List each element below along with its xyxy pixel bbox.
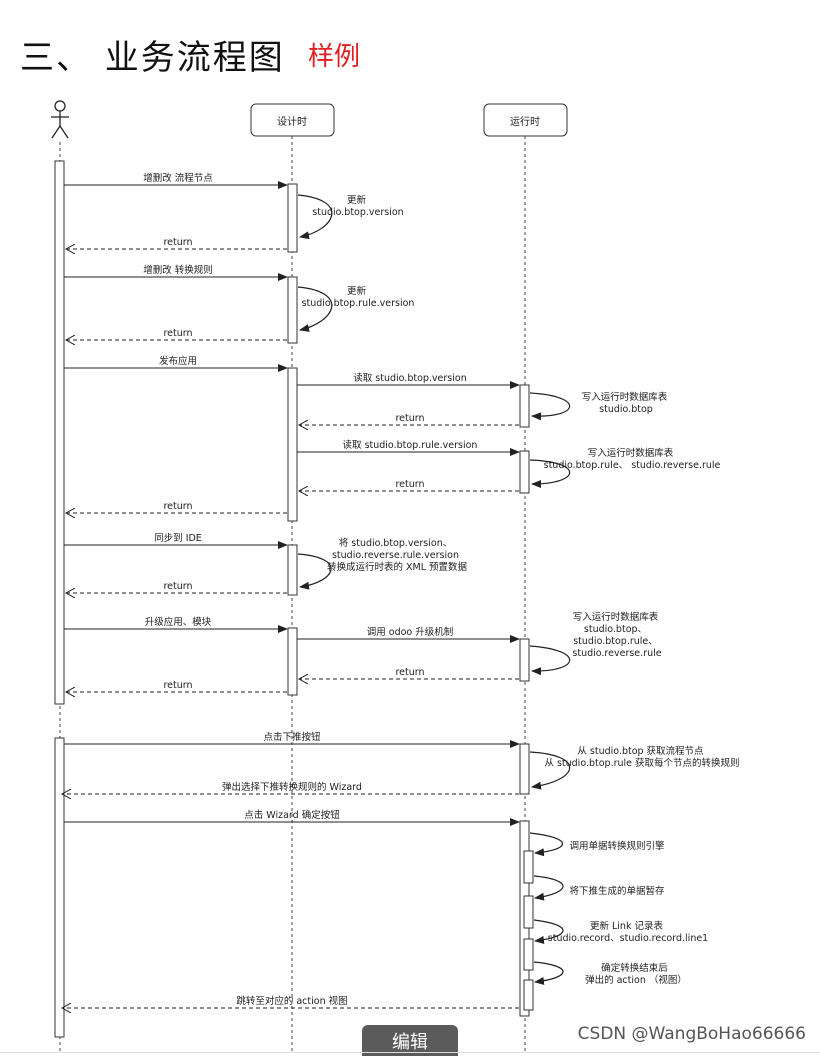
message-label: return [395, 413, 424, 424]
note: 从 studio.btop 获取流程节点 从 studio.btop.rule … [544, 745, 739, 769]
message-label: return [163, 501, 192, 512]
self-call-arrow [529, 459, 571, 488]
activation-bar [287, 367, 298, 522]
note: 写入运行时数据库表 studio.btop [582, 391, 671, 415]
note: 更新 Link 记录表 studio.record、studio.record.… [548, 920, 708, 944]
message-label: return [163, 581, 192, 592]
message-label: 点击下推按钮 [263, 731, 321, 743]
activation-bar [519, 638, 530, 682]
note: 更新 studio.btop.version [312, 194, 403, 218]
message-label: 增删改 转换规则 [143, 264, 213, 276]
lifeline-header-runtime: 运行时 [483, 103, 568, 137]
bottom-divider [0, 1052, 820, 1053]
self-call-arrow [297, 194, 333, 240]
message-label: return [163, 328, 192, 339]
self-call-arrow [533, 961, 564, 985]
message-label: 跳转至对应的 action 视图 [236, 995, 347, 1007]
lifeline-header-design: 设计时 [250, 103, 335, 137]
note: 更新 studio.btop.rule.version [302, 285, 415, 309]
self-call-arrow [533, 919, 564, 944]
activation-bar [523, 979, 534, 1011]
actor-icon [51, 100, 69, 139]
message-label: 读取 studio.btop.version [353, 372, 466, 384]
activation-bar [523, 895, 534, 929]
message-label: 发布应用 [159, 355, 197, 367]
lifeline-label-design: 设计时 [277, 115, 307, 128]
activation-bar [519, 384, 530, 428]
self-call-arrow [529, 392, 571, 421]
self-call-arrow [297, 286, 333, 332]
self-call-arrow [529, 645, 571, 676]
message-label: 升级应用、模块 [145, 616, 212, 628]
activation-bar [519, 450, 530, 494]
note: 确定转换结束后 弹出的 action （视图） [585, 962, 687, 986]
note: 将 studio.btop.version、 studio.reverse.ru… [327, 538, 468, 573]
self-call-arrow [533, 875, 564, 901]
message-label: return [395, 479, 424, 490]
activation-bar [287, 627, 298, 696]
self-call-arrow [529, 832, 564, 857]
activation-bar [54, 160, 65, 705]
note: 写入运行时数据库表 studio.btop、 studio.btop.rule、… [572, 611, 661, 659]
activation-bar [287, 544, 298, 596]
edit-button[interactable]: 编辑 [362, 1025, 458, 1056]
message-label: 增删改 流程节点 [143, 172, 213, 184]
message-label: return [163, 680, 192, 691]
activation-bar [54, 737, 65, 1038]
self-call-arrow [529, 751, 571, 790]
activation-bar [287, 276, 298, 344]
activation-bar [523, 850, 534, 884]
note: 将下推生成的单据暂存 [569, 885, 665, 897]
example-tag: 样例 [308, 42, 361, 72]
message-label: return [163, 237, 192, 248]
message-label: 读取 studio.btop.rule.version [343, 439, 478, 451]
note: 写入运行时数据库表 studio.btop.rule、 studio.rever… [544, 447, 721, 471]
watermark: CSDN @WangBoHao66666 [577, 1024, 806, 1044]
message-label: 点击 Wizard 确定按钮 [244, 809, 340, 821]
activation-bar [519, 743, 530, 795]
activation-bar [287, 183, 298, 253]
message-label: 弹出选择下推转换规则的 Wizard [222, 781, 362, 793]
message-label: return [395, 667, 424, 678]
message-label: 同步到 IDE [154, 532, 202, 544]
note: 调用单据转换规则引擎 [569, 840, 665, 852]
page-title: 三、 业务流程图 [20, 38, 285, 78]
message-label: 调用 odoo 升级机制 [367, 626, 454, 638]
lifeline-label-runtime: 运行时 [510, 115, 540, 128]
self-call-arrow [297, 553, 332, 590]
activation-bar [523, 938, 534, 971]
